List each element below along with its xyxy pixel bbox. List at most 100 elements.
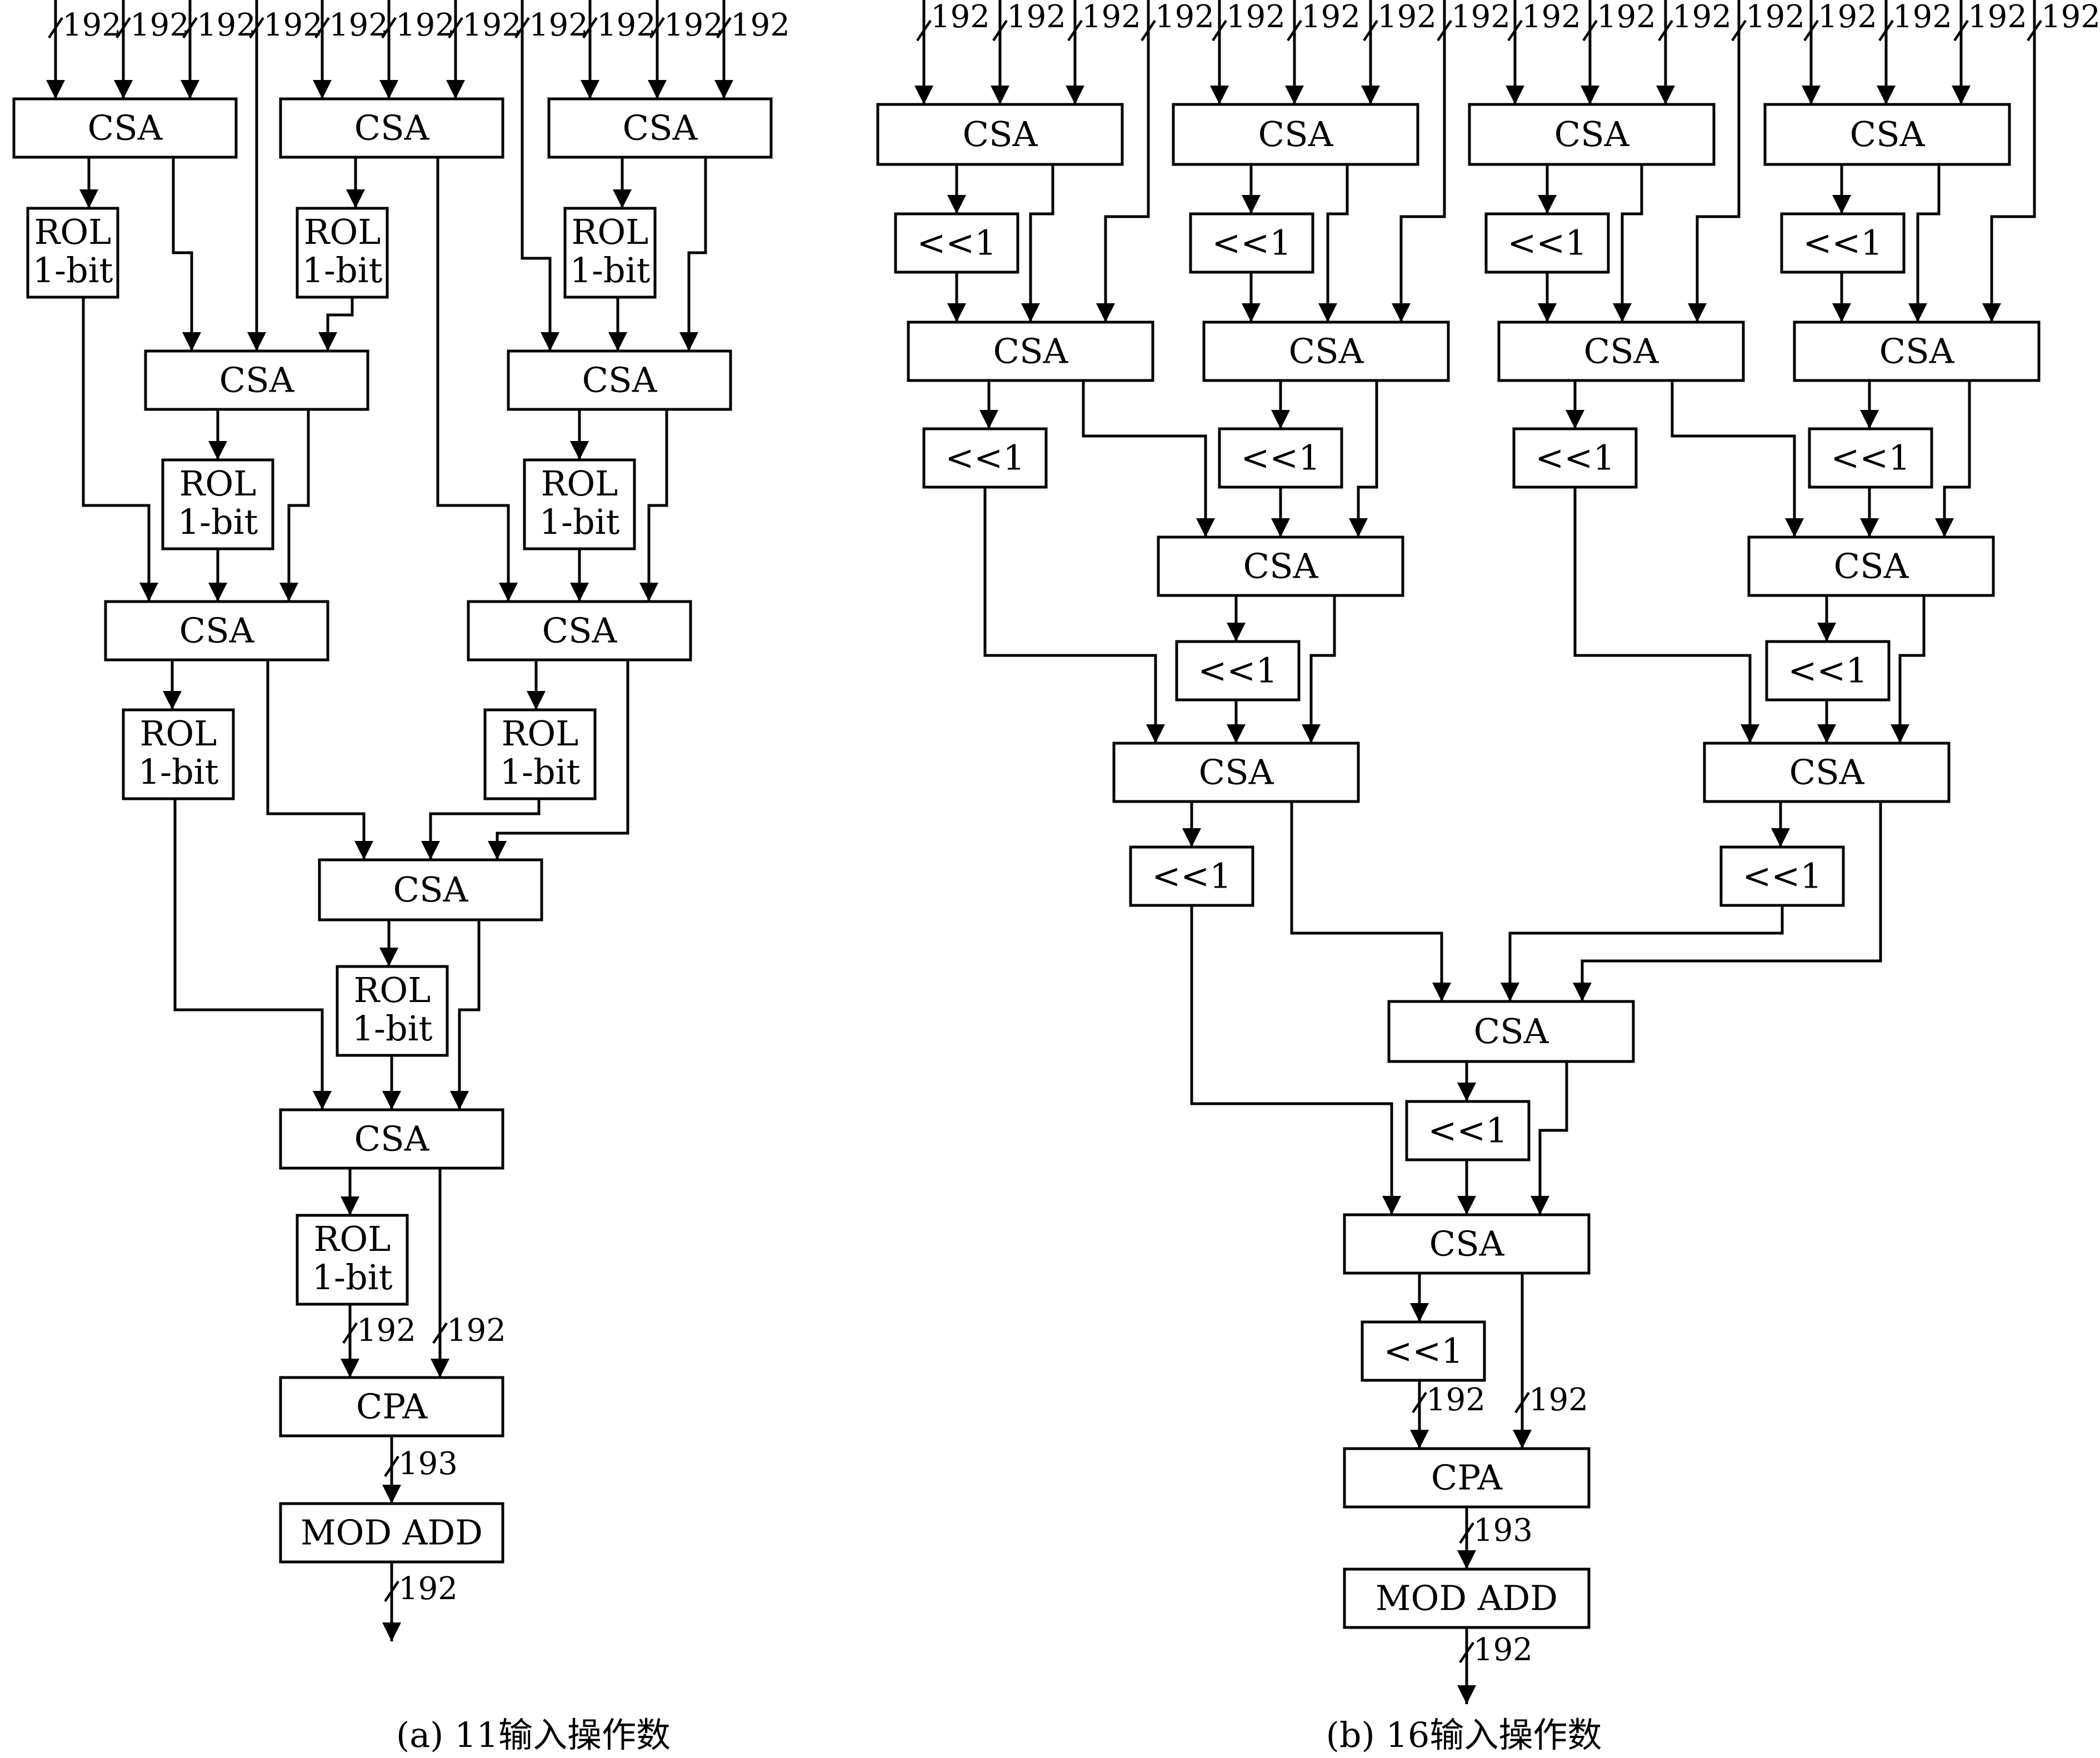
- a-bus-width-4: 192: [314, 7, 388, 43]
- csa-label: CSA: [1834, 546, 1909, 587]
- bus-slash: [1067, 19, 1083, 42]
- bus-slash: [1437, 19, 1452, 42]
- bus-slash: [48, 17, 63, 39]
- bus-width-label: 192: [1226, 0, 1286, 35]
- bus-slash: [1459, 1641, 1474, 1664]
- bus-width-label: 192: [664, 7, 723, 43]
- bus-slash: [649, 17, 665, 39]
- rol-label: ROL: [354, 970, 431, 1010]
- bus-width-label: 193: [398, 1446, 458, 1482]
- b-csa-block-11: CSA: [1793, 320, 2041, 382]
- b-bus-width-17: 192: [1514, 1382, 1588, 1418]
- bus-slash: [384, 1580, 399, 1602]
- b-shift-block-14: <<1: [1512, 427, 1638, 489]
- a-bus-width-2: 192: [182, 7, 256, 43]
- b-bus-width-8: 192: [1507, 0, 1581, 42]
- csa-label: CSA: [1789, 752, 1865, 793]
- b-shift-block-23: <<1: [1719, 845, 1845, 907]
- b-shift-block-15: <<1: [1808, 427, 1933, 489]
- rol-label: ROL: [502, 713, 579, 754]
- bus-width-label: 192: [1007, 0, 1066, 35]
- bus-slash: [342, 1322, 358, 1344]
- csa-label: CSA: [219, 360, 295, 400]
- cpa-label: CPA: [1431, 1458, 1503, 1498]
- b-csa-block-3: CSA: [1763, 103, 2011, 166]
- bus-slash: [116, 17, 131, 39]
- shift-box: [1218, 427, 1343, 489]
- rol-label: ROL: [140, 713, 217, 754]
- b-shift-block-6: <<1: [1484, 212, 1610, 274]
- b-bus-width-14: 192: [1953, 0, 2027, 42]
- bus-width-label: 193: [1473, 1512, 1533, 1549]
- csa-label: CSA: [179, 610, 255, 651]
- b-csa-block-16: CSA: [1157, 535, 1404, 597]
- b-bus-width-3: 192: [1141, 0, 1214, 42]
- bus-width-label: 192: [1672, 0, 1732, 35]
- a-wire-30: [488, 660, 629, 860]
- csa-box: [907, 320, 1154, 382]
- a-bus-width-9: 192: [649, 7, 723, 43]
- b-wire-32: [1082, 380, 1215, 537]
- b-wire-40: [983, 487, 1165, 743]
- shift-box: [922, 427, 1048, 489]
- b-wire-35: [1671, 380, 1804, 537]
- mod-label: MOD ADD: [1376, 1578, 1558, 1619]
- a-csa-block-1: CSA: [279, 97, 504, 159]
- bus-width-label: 192: [1968, 0, 2027, 35]
- b-shift-block-25: <<1: [1405, 1100, 1531, 1161]
- a-bus-width-14: 192: [384, 1571, 458, 1607]
- rol-box: [483, 708, 597, 800]
- shift-label: <<1: [1212, 223, 1291, 263]
- shift-box: [1484, 212, 1610, 274]
- shift-label: <<1: [1535, 438, 1614, 478]
- csa-box: [1468, 103, 1716, 166]
- csa-box: [1763, 103, 2011, 166]
- csa-label: CSA: [963, 114, 1038, 154]
- bus-slash: [1507, 19, 1523, 42]
- a-wire-17: [679, 157, 707, 351]
- a-wire-15: [521, 0, 559, 351]
- bus-slash: [381, 17, 397, 39]
- b-csa-block-0: CSA: [876, 103, 1124, 166]
- rol-width-label: 1-bit: [539, 502, 620, 542]
- bus-slash: [1141, 19, 1156, 42]
- a-csa-block-6: CSA: [144, 349, 369, 411]
- bus-slash: [1582, 19, 1598, 42]
- cpa-box: [1343, 1447, 1591, 1509]
- shift-box: [1361, 1320, 1486, 1382]
- bus-width-label: 192: [931, 0, 990, 35]
- csa-label: CSA: [623, 108, 698, 148]
- csa-box: [876, 103, 1124, 166]
- b-wire-43: [1573, 487, 1759, 743]
- csa-label: CSA: [1474, 1011, 1549, 1051]
- b-wire-48: [1290, 802, 1451, 1001]
- rol-width-label: 1-bit: [138, 752, 219, 792]
- csa-box: [1497, 320, 1745, 382]
- rol-label: ROL: [541, 463, 618, 504]
- csa-box: [1793, 320, 2041, 382]
- shift-label: <<1: [917, 223, 996, 263]
- a-bus-width-13: 193: [384, 1446, 458, 1482]
- b-mod-block-29: MOD ADD: [1343, 1567, 1591, 1629]
- shift-label: <<1: [1507, 223, 1587, 263]
- bus-slash: [1731, 19, 1747, 42]
- a-csa-block-14: CSA: [318, 858, 543, 921]
- b-csa-block-17: CSA: [1747, 535, 1995, 597]
- bus-width-label: 192: [447, 1313, 506, 1349]
- b-bus-width-16: 192: [1412, 1382, 1486, 1418]
- b-bus-width-1: 192: [992, 0, 1066, 42]
- b-csa-block-9: CSA: [1202, 320, 1450, 382]
- rol-label: ROL: [34, 212, 112, 252]
- rol-box: [122, 708, 235, 800]
- cpa-label: CPA: [356, 1386, 428, 1427]
- a-wire-23: [436, 157, 518, 602]
- b-bus-width-13: 192: [1878, 0, 1952, 42]
- bus-width-label: 192: [1529, 1382, 1588, 1418]
- b-csa-block-8: CSA: [907, 320, 1154, 382]
- a-bus-width-5: 192: [381, 7, 455, 43]
